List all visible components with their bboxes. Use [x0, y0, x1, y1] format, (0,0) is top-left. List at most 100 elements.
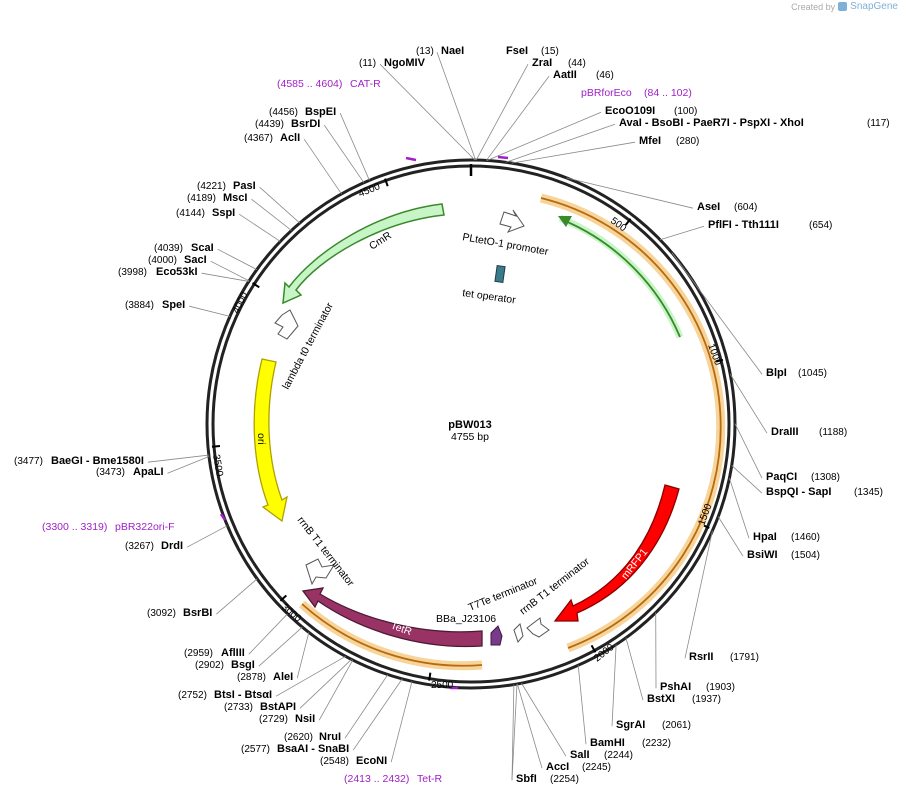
site-pos: (2733)	[224, 702, 253, 713]
site-pos: (2548)	[320, 756, 349, 767]
site-name[interactable]: DraIII	[771, 426, 799, 438]
site-name[interactable]: BtsI - BtsαI	[214, 689, 272, 701]
primer-tet-r-name: Tet-R	[417, 773, 443, 785]
tick-mark	[428, 672, 432, 681]
site-pos: (2729)	[259, 714, 288, 725]
site-pos: (4144)	[176, 208, 205, 219]
site-name[interactable]: BsiWI	[747, 549, 778, 561]
leader-line	[731, 465, 763, 494]
leader-line	[186, 525, 228, 548]
site-name[interactable]: SbfI	[516, 773, 537, 785]
site-name[interactable]: BsrDI	[291, 118, 320, 130]
leader-line	[511, 141, 636, 164]
site-name[interactable]: AseI	[697, 201, 720, 213]
site-name[interactable]: BaeGI - Bme1580I	[51, 455, 144, 467]
site-name[interactable]: EcoO109I	[605, 105, 655, 117]
site-name[interactable]: BamHI	[590, 737, 625, 749]
tick-mark	[714, 358, 724, 363]
site-name[interactable]: BspQI - SapI	[766, 486, 831, 498]
site-pos: (1903)	[706, 682, 735, 693]
credit-text: Created by	[791, 1, 836, 12]
site-name[interactable]: SspI	[212, 207, 235, 219]
site-name[interactable]: NgoMIV	[384, 57, 426, 69]
primer-bar-cat-r	[405, 156, 417, 162]
site-name[interactable]: AflIII	[221, 647, 245, 659]
site-name[interactable]: ScaI	[191, 242, 214, 254]
site-name[interactable]: ApaLI	[133, 466, 164, 478]
site-name[interactable]: AleI	[273, 671, 293, 683]
site-pos: (4000)	[148, 255, 177, 266]
site-name[interactable]: PaqCI	[766, 471, 797, 483]
site-name[interactable]: AccI	[546, 761, 569, 773]
ori-arrow	[253, 358, 288, 523]
feature-rrnb-terminator-right[interactable]: rrnB T1 terminator	[517, 555, 592, 638]
site-name[interactable]: NruI	[319, 731, 341, 743]
site-name[interactable]: BsaAI - SnaBI	[277, 743, 349, 755]
feature-pltet-promoter[interactable]: PLtetO-1 promoter	[461, 209, 550, 258]
leader-line	[379, 63, 476, 161]
site-name[interactable]: HpaI	[753, 531, 777, 543]
feature-rrnb-terminator-left[interactable]: rrnB T1 terminator	[295, 514, 357, 589]
site-pos: (1188)	[819, 427, 847, 438]
site-name[interactable]: ZraI	[532, 57, 552, 69]
site-name[interactable]: PasI	[233, 180, 256, 192]
site-name[interactable]: FseI	[506, 45, 528, 57]
site-pos: (3092)	[147, 608, 176, 619]
site-name[interactable]: EcoNI	[356, 755, 387, 767]
site-name[interactable]: RsrII	[689, 651, 713, 663]
site-name[interactable]: AclI	[280, 132, 300, 144]
feature-ori[interactable]: ori	[253, 358, 288, 523]
site-pos: (1937)	[692, 694, 721, 705]
leader-line	[251, 198, 292, 231]
site-pos: (3473)	[96, 467, 125, 478]
site-name[interactable]: BspEI	[305, 106, 336, 118]
tick-label-3000: 3000	[279, 602, 303, 625]
site-pos: (2232)	[642, 738, 671, 749]
site-name[interactable]: BstAPI	[260, 701, 296, 713]
site-pos: (3884)	[125, 300, 154, 311]
site-name[interactable]: Eco53kI	[156, 266, 198, 278]
site-name[interactable]: PflFI - Tth111I	[708, 219, 779, 231]
feature-lambda-terminator[interactable]: lambda t0 terminator	[274, 300, 336, 391]
feature-tet-operator[interactable]: tet operator	[462, 264, 517, 307]
site-name[interactable]: NsiI	[295, 713, 315, 725]
site-pos: (4189)	[187, 193, 216, 204]
site-pos: (2061)	[662, 720, 691, 731]
site-name[interactable]: SalI	[570, 749, 590, 761]
site-name[interactable]: BlpI	[766, 367, 787, 379]
site-pos: (13)	[416, 46, 434, 57]
site-pos: (3477)	[14, 456, 43, 467]
site-pos: (2245)	[582, 762, 611, 773]
snapgene-credit: Created by SnapGene	[791, 1, 898, 12]
bba-j23106-arrow	[490, 625, 503, 646]
leader-line	[717, 516, 744, 557]
site-name[interactable]: AvaI - BsoBI - PaeR7I - PspXI - XhoI	[619, 117, 804, 129]
site-pos: (1045)	[798, 368, 827, 379]
restriction-site-labels: (13) NaeI (11) NgoMIV FseI (15) ZraI (44…	[14, 45, 890, 785]
primer-cat-r-name: CAT-R	[350, 78, 381, 90]
feature-bba-j23106[interactable]: BBa_J23106	[436, 613, 503, 646]
site-name[interactable]: AatII	[553, 69, 577, 81]
site-name[interactable]: BstXI	[647, 693, 675, 705]
site-name[interactable]: BsgI	[231, 659, 255, 671]
leader-lines	[147, 52, 768, 781]
leader-line	[625, 637, 644, 701]
leader-line	[303, 138, 342, 195]
site-name[interactable]: MscI	[223, 192, 247, 204]
site-name[interactable]: MfeI	[639, 135, 661, 147]
leader-line	[505, 123, 616, 163]
leader-line	[511, 684, 515, 781]
leader-line	[147, 454, 209, 463]
site-name[interactable]: BsrBI	[183, 607, 212, 619]
site-name[interactable]: DrdI	[161, 540, 183, 552]
site-name[interactable]: PshAI	[660, 681, 691, 693]
green-arc-right-head	[558, 216, 572, 227]
site-name[interactable]: SpeI	[162, 299, 185, 311]
feature-tetr[interactable]: TetR	[301, 587, 483, 648]
site-name[interactable]: NaeI	[441, 45, 464, 57]
site-name[interactable]: SacI	[184, 254, 207, 266]
leader-line	[216, 578, 258, 615]
site-pos: (2577)	[241, 744, 270, 755]
leader-line	[611, 644, 617, 727]
site-name[interactable]: SgrAI	[616, 719, 645, 731]
